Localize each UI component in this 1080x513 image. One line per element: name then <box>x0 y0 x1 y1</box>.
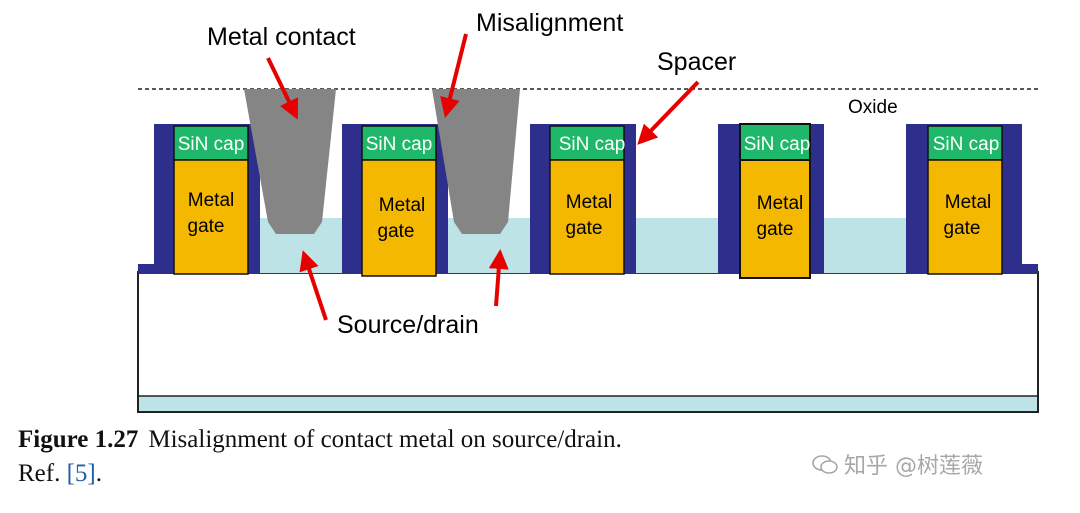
gate-stack-5: SiN cap Metal gate <box>906 124 1022 275</box>
metal-contact-2 <box>432 89 520 234</box>
sin-cap-label: SiN cap <box>178 134 245 155</box>
ref-suffix: . <box>95 460 103 487</box>
caption-text: Misalignment of contact metal on source/… <box>148 426 622 453</box>
metal-gate <box>927 159 1003 275</box>
metal-contact-arrow <box>266 57 299 120</box>
metal-gate-label-line1: Metal <box>379 195 425 216</box>
gate-stack-2: SiN cap Metal gate <box>342 124 448 277</box>
source-drain-arrow-left <box>299 250 328 321</box>
sin-cap <box>739 123 811 161</box>
gate-stack-3: SiN cap Metal gate <box>530 124 636 275</box>
metal-gate <box>549 159 625 275</box>
metal-gate-label-line1: Metal <box>566 192 612 213</box>
metal-gate-label-line2: gate <box>944 218 981 239</box>
oxide-label: Oxide <box>848 97 898 118</box>
source-drain-region-4 <box>822 218 914 273</box>
sin-cap-label: SiN cap <box>744 134 811 155</box>
substrate <box>137 271 1039 413</box>
metal-gate <box>173 159 249 275</box>
gate-stack-1: SiN cap Metal gate <box>154 124 260 275</box>
figure-number: Figure 1.27 <box>18 426 139 453</box>
source-drain-arrow-right <box>488 249 509 307</box>
sin-cap-label: SiN cap <box>933 134 1000 155</box>
sin-cap <box>549 125 625 161</box>
spacer-arrow <box>637 80 700 145</box>
chat-bubble-icon <box>812 455 838 474</box>
metal-gate-label-line2: gate <box>566 218 603 239</box>
gate-stack-4: SiN cap Metal gate <box>718 123 824 279</box>
misalignment-arrow <box>440 33 468 118</box>
sin-cap-label: SiN cap <box>559 134 626 155</box>
metal-gate <box>361 159 437 277</box>
reference-link[interactable]: [5] <box>66 460 96 487</box>
source-drain-region-3 <box>634 218 726 273</box>
metal-gate-label-line2: gate <box>757 219 794 240</box>
metal-gate-label-line1: Metal <box>757 193 803 214</box>
bottom-layer <box>139 396 1037 411</box>
figure-caption: Figure 1.27 Misalignment of contact metal… <box>18 423 778 491</box>
sin-cap-label: SiN cap <box>366 134 433 155</box>
metal-gate-label-line1: Metal <box>945 192 991 213</box>
metal-gate <box>739 159 811 279</box>
sin-cap <box>361 125 437 161</box>
misalignment-diagram: SiN cap Metal gate SiN cap Metal gate Si… <box>137 9 1040 413</box>
metal-gate-label-line2: gate <box>188 216 225 237</box>
metal-contact-label: Metal contact <box>207 23 356 51</box>
spacer-label: Spacer <box>657 48 736 76</box>
metal-gate-label-line1: Metal <box>188 190 234 211</box>
source-drain-label: Source/drain <box>337 311 479 339</box>
metal-contact-1 <box>244 89 336 234</box>
watermark-text: 知乎 @树莲薇 <box>844 454 983 479</box>
ref-prefix: Ref. <box>18 460 67 487</box>
misalignment-label: Misalignment <box>476 9 623 37</box>
metal-gate-label-line2: gate <box>378 221 415 242</box>
watermark: 知乎 @树莲薇 <box>812 448 983 480</box>
